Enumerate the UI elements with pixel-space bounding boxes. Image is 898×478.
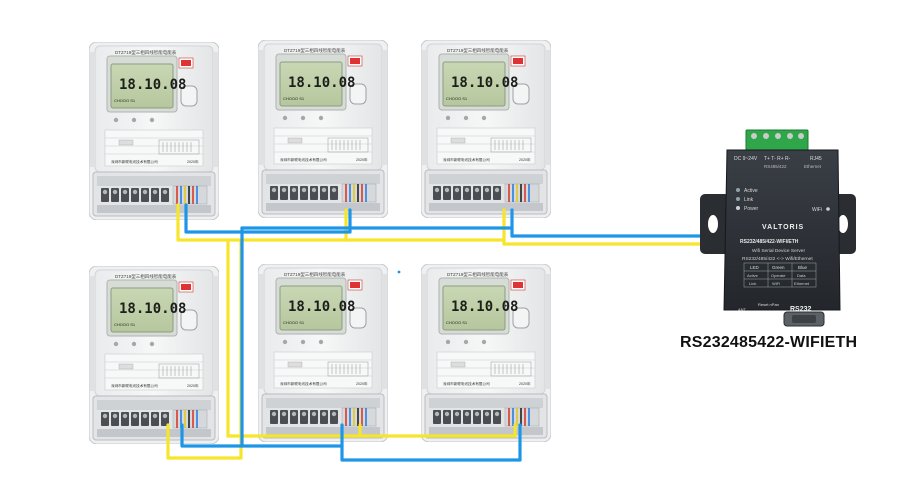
led-table-r1c1: Active [747,273,759,278]
led-table-r1c3: Data [797,273,806,278]
db9-connector-inner [792,315,816,323]
wire-dot [397,270,401,274]
meter-6-footer: 深圳市新联电讯技术有限公司 [443,381,490,386]
led-table-r1c2: Operate [771,273,786,278]
label-ant: ANT [738,307,747,312]
meter-4: DTZ719型三相四线智能电能表 18.10.08 CHOOO S1 深圳市新联… [89,266,219,444]
wifi-led-icon [826,207,830,211]
meter-1-lcd-sub: CHOOO S1 [114,98,136,103]
meter-2-lcd-reading: 18.10.08 [288,75,355,91]
meter-6-lcd-reading: 18.10.08 [451,299,518,315]
led-table-r2c3: Ethernet [794,281,810,286]
meter-3-lcd-sub: CHOOO S1 [446,96,468,101]
meter-2-year: 2020年 [356,157,368,162]
led-label-active: Active [744,188,758,194]
meter-5-year: 2020年 [356,381,368,386]
meter-4-footer: 深圳市新联电讯技术有限公司 [111,383,158,388]
serial-device-server: DC 9~24V T+ T- R+ R- RS485/422 RJ45 Ethe… [700,129,856,327]
led-table-r2c2: WiFi [772,281,780,286]
meter-6: DTZ719型三相四线智能电能表 18.10.08 CHOOO S1 深圳市新联… [421,264,551,442]
meter-1-title: DTZ719型三相四线智能电能表 [115,49,177,56]
meter-4-year: 2020年 [187,383,199,388]
port-label-rs485: T+ T- R+ R- [764,156,791,162]
led-active-icon [736,188,740,192]
terminal-screws [751,133,804,139]
meter-4-lcd-sub: CHOOO S1 [114,322,136,327]
meter-3: DTZ719型三相四线智能电能表 18.10.08 CHOOO S1 深圳市新联… [421,40,551,218]
meter-4-lcd-reading: 18.10.08 [119,301,186,317]
device-model-line: RS232/485/422-WIFI/ETH [740,239,799,245]
meter-5-footer: 深圳市新联电讯技术有限公司 [280,381,327,386]
wire-blue [180,203,722,462]
rs485-terminal-block [745,129,809,151]
mount-hole-left [708,215,718,233]
meter-1: DTZ719型三相四线智能电能表 18.10.08 CHOOO S1 深圳市新联… [89,42,219,220]
meter-5: DTZ719型三相四线智能电能表 18.10.08 CHOOO S1 深圳市新联… [258,264,388,442]
led-link-icon [736,197,740,201]
rs485-bus-wires [166,203,722,462]
meter-5-lcd-reading: 18.10.08 [288,299,355,315]
led-table-header-blue: Blue [798,265,808,270]
meter-2: DTZ719型三相四线智能电能表 18.10.08 CHOOO S1 深圳市新联… [258,40,388,218]
meter-5-title: DTZ719型三相四线智能电能表 [284,271,346,278]
meter-2-title: DTZ719型三相四线智能电能表 [284,47,346,54]
port-label-ethernet: Ethernet [804,164,822,169]
meter-2-footer: 深圳市新联电讯技术有限公司 [280,157,327,162]
led-table-r2c1: Link [749,281,756,286]
led-label-power: Power [744,206,759,212]
device-subtitle: Wifi Serial Device Server [752,248,805,254]
led-power-icon [736,206,740,210]
meter-1-year: 2020年 [187,159,199,164]
meter-6-lcd-sub: CHOOO S1 [446,320,468,325]
mount-hole-right [838,215,848,233]
meter-3-year: 2020年 [519,157,531,162]
led-label-link: Link [744,197,754,203]
meter-1-footer: 深圳市新联电讯技术有限公司 [111,159,158,164]
port-label-rs485-name: RS485/422 [764,164,787,169]
meter-4-title: DTZ719型三相四线智能电能表 [115,273,177,280]
led-table-header-led: LED [750,265,760,270]
meter-3-lcd-reading: 18.10.08 [451,75,518,91]
product-label: RS232485422-WIFIETH [680,334,858,351]
device-body [723,149,841,311]
meter-2-lcd-sub: CHOOO S1 [283,96,305,101]
led-table: LED Green Blue Active Operate Data Link … [743,262,817,288]
meter-3-title: DTZ719型三相四线智能电能表 [447,47,509,54]
label-rs232: RS232 [790,306,812,313]
wifi-label: WiFi [812,207,822,213]
meter-3-footer: 深圳市新联电讯技术有限公司 [443,157,490,162]
port-label-dc: DC 9~24V [734,156,758,162]
meter-1-lcd-reading: 18.10.08 [119,77,186,93]
device-brand: VALTORIS [762,224,804,231]
meter-6-year: 2020年 [519,381,531,386]
meter-5-lcd-sub: CHOOO S1 [283,320,305,325]
port-label-rj45: RJ45 [810,156,822,162]
meter-6-title: DTZ719型三相四线智能电能表 [447,271,509,278]
device-subtitle-2: RS232/485/422 <-> Wifi/Ethernet [742,256,813,262]
label-reset: Reset nPan [758,302,779,307]
led-table-header-green: Green [772,265,785,270]
